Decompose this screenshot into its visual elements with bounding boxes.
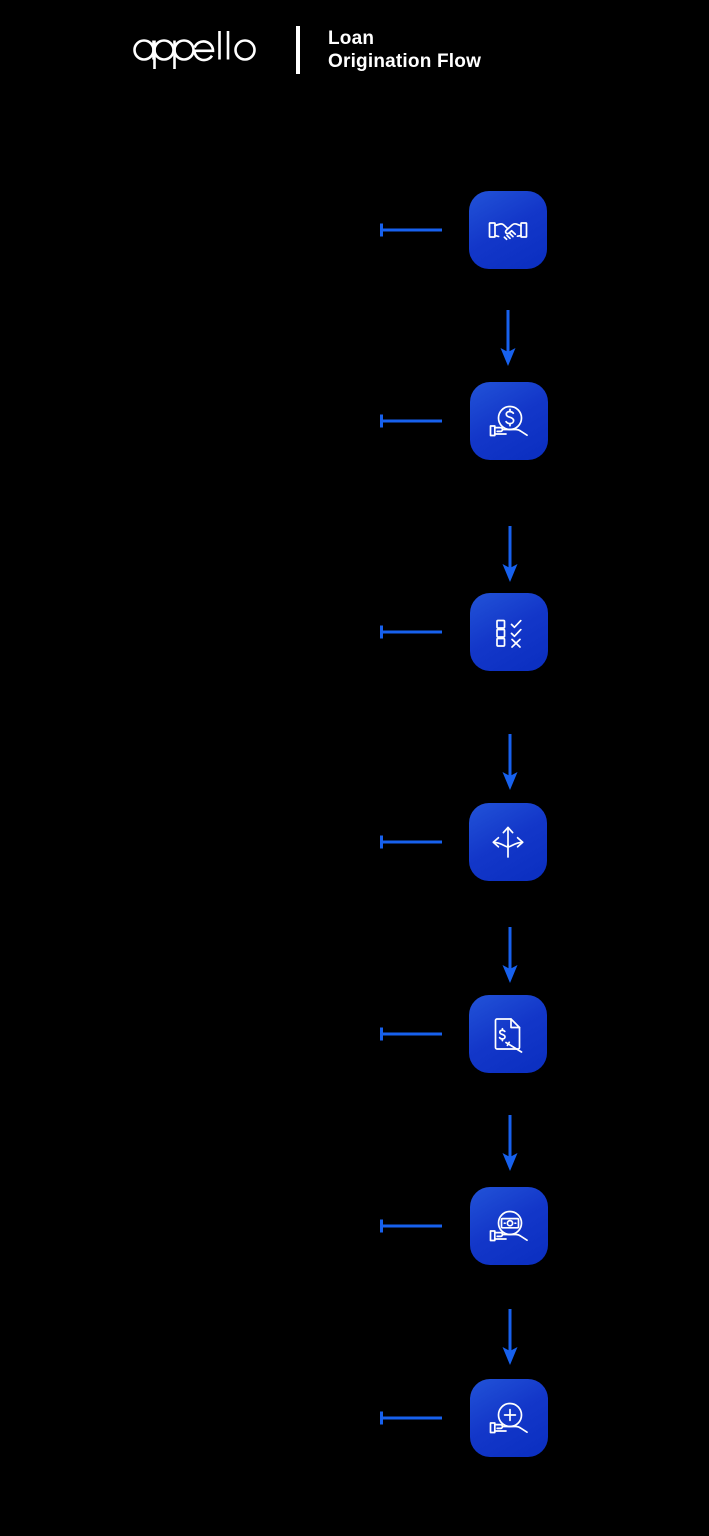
- hand-holding-dollar-coin-icon: [489, 405, 528, 437]
- page-title-line-1: Loan: [328, 28, 375, 49]
- page-title: Loan Origination Flow: [328, 27, 481, 73]
- arrow-down-icon: [502, 1115, 518, 1171]
- flow-step-4: [0, 803, 709, 881]
- checklist-approve-reject-icon: [496, 619, 522, 648]
- step-tile-3[interactable]: [470, 593, 548, 671]
- flow-step-1: [0, 191, 709, 269]
- flow-step-3: [0, 593, 709, 671]
- connector-line-7: [380, 1416, 442, 1420]
- step-tile-6[interactable]: [470, 1187, 548, 1265]
- step-tile-4[interactable]: [469, 803, 547, 881]
- connector-line-6: [380, 1224, 442, 1228]
- connector-line-5: [380, 1032, 442, 1036]
- flow-arrow-1: [496, 308, 520, 368]
- flow-step-6: [0, 1187, 709, 1265]
- vertical-divider: [296, 26, 300, 74]
- arrow-down-icon: [502, 526, 518, 582]
- flow-arrow-2: [498, 524, 522, 584]
- flow-step-5: [0, 995, 709, 1073]
- arrow-down-icon: [500, 310, 516, 366]
- flow-arrow-6: [498, 1307, 522, 1367]
- handshake-icon: [488, 222, 528, 241]
- flow-arrow-5: [498, 1113, 522, 1173]
- flow-step-7: [0, 1379, 709, 1457]
- page-header: Loan Origination Flow: [0, 0, 709, 100]
- step-tile-1[interactable]: [469, 191, 547, 269]
- flow-arrow-4: [498, 925, 522, 985]
- hand-holding-banknote-icon: [489, 1210, 528, 1242]
- connector-line-1: [380, 228, 442, 232]
- page-title-line-2: Origination Flow: [328, 51, 482, 72]
- header-inner: Loan Origination Flow: [124, 26, 481, 74]
- step-tile-2[interactable]: [470, 382, 548, 460]
- connector-line-2: [380, 419, 442, 423]
- step-tile-5[interactable]: [469, 995, 547, 1073]
- arrow-down-icon: [502, 734, 518, 790]
- flow-arrow-3: [498, 732, 522, 792]
- appello-wordmark-logo: [124, 27, 266, 73]
- arrow-down-icon: [502, 1309, 518, 1365]
- branching-arrows-decision-icon: [492, 826, 524, 858]
- arrow-down-icon: [502, 927, 518, 983]
- connector-line-4: [380, 840, 442, 844]
- hand-holding-plus-icon: [489, 1402, 528, 1434]
- flow-step-2: [0, 382, 709, 460]
- connector-line-3: [380, 630, 442, 634]
- document-dollar-signature-icon: [494, 1018, 523, 1053]
- step-tile-7[interactable]: [470, 1379, 548, 1457]
